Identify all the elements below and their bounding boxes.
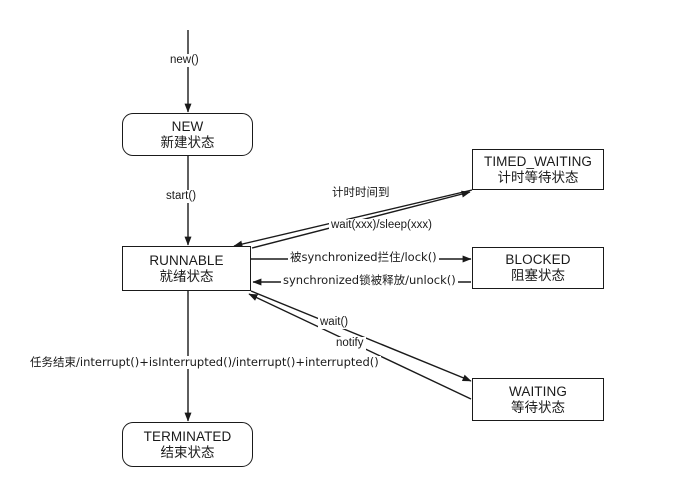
edge-label-wait: wait() — [318, 316, 351, 329]
edge-label-start: start() — [164, 190, 199, 203]
edge-timer-expired — [233, 189, 473, 248]
edge-label-new: new() — [168, 54, 201, 67]
state-title-blocked: BLOCKED — [505, 252, 571, 268]
state-subtitle-timed-waiting: 计时等待状态 — [497, 169, 579, 185]
state-title-new: NEW — [171, 118, 204, 134]
edge-label-lock: 被synchronized拦住/lock() — [288, 250, 439, 264]
state-title-waiting: WAITING — [509, 383, 567, 399]
state-node-waiting[interactable]: WAITING 等待状态 — [472, 378, 604, 421]
edge-label-wait-sleep: wait(xxx)/sleep(xxx) — [329, 219, 434, 232]
edge-label-unlock: synchronized锁被释放/unlock() — [281, 273, 458, 287]
edge-label-terminate: 任务结束/interrupt()+isInterrupted()/interru… — [28, 355, 381, 369]
state-node-runnable[interactable]: RUNNABLE 就绪状态 — [122, 246, 251, 291]
edge-label-notify: notify — [334, 337, 366, 350]
state-subtitle-runnable: 就绪状态 — [159, 268, 214, 284]
edge-wait — [250, 290, 472, 382]
state-node-blocked[interactable]: BLOCKED 阻塞状态 — [472, 247, 604, 289]
edge-label-timer-expired: 计时时间到 — [330, 185, 392, 199]
state-node-timed-waiting[interactable]: TIMED_WAITING 计时等待状态 — [472, 149, 604, 190]
state-subtitle-blocked: 阻塞状态 — [511, 268, 565, 283]
state-node-terminated[interactable]: TERMINATED 结束状态 — [122, 422, 253, 467]
state-subtitle-new: 新建状态 — [160, 134, 215, 150]
state-node-new[interactable]: NEW 新建状态 — [122, 113, 253, 156]
state-subtitle-terminated: 结束状态 — [160, 444, 215, 460]
state-title-runnable: RUNNABLE — [149, 252, 224, 268]
state-title-terminated: TERMINATED — [143, 428, 232, 444]
state-subtitle-waiting: 等待状态 — [511, 399, 565, 415]
state-title-timed-waiting: TIMED_WAITING — [483, 153, 593, 169]
